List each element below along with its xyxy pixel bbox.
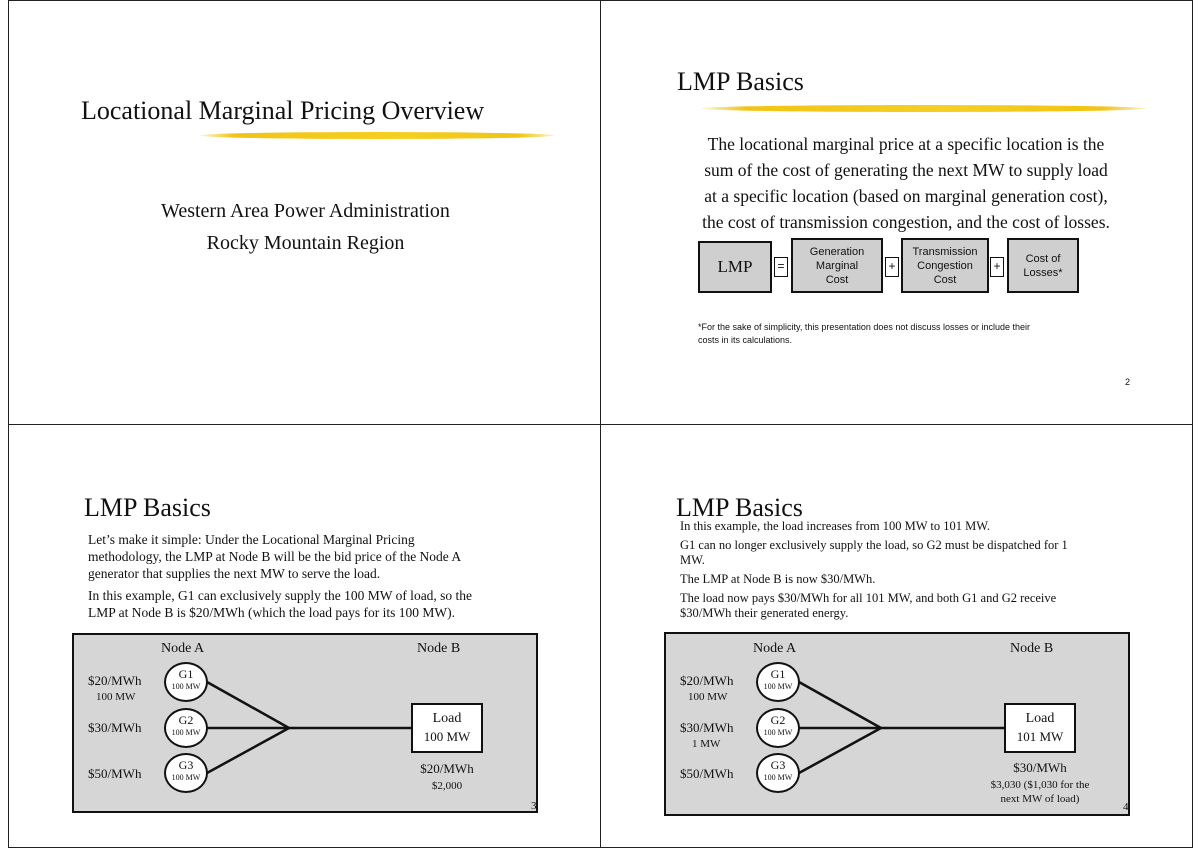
gen-cost-line: Generation xyxy=(809,245,865,258)
paragraph-line: $30/MWh their generated energy. xyxy=(680,606,849,620)
lmp-value: $30/MWh xyxy=(1013,760,1067,775)
subtitle-line-2: Rocky Mountain Region xyxy=(206,232,405,254)
generator-g2: G2 100 MW xyxy=(756,708,800,748)
lmp-value: $20/MWh xyxy=(420,761,474,776)
paragraph-line: Let’s make it simple: Under the Location… xyxy=(88,532,415,547)
paragraph-line: MW. xyxy=(680,553,705,567)
generator-capacity: 100 MW xyxy=(763,682,793,691)
trans-cost-line: Cost xyxy=(933,273,957,286)
title-underline xyxy=(199,132,554,139)
generator-g1: G1 100 MW xyxy=(756,662,800,702)
transmission-cost-box: Transmission Congestion Cost xyxy=(901,238,989,293)
equals-sign: = xyxy=(774,257,788,277)
transmission-lines xyxy=(798,680,1004,775)
footnote-line: *For the sake of simplicity, this presen… xyxy=(698,322,1030,332)
slide-1: Locational Marginal Pricing Overview Wes… xyxy=(8,0,601,425)
node-b-label: Node B xyxy=(1010,641,1054,656)
body-line: sum of the cost of generating the next M… xyxy=(704,160,1108,180)
g3-price: $50/MWh xyxy=(88,766,142,781)
load-label: Load xyxy=(432,711,462,726)
generator-name: G1 xyxy=(770,667,786,681)
generator-g2: G2 100 MW xyxy=(164,708,208,748)
g3-price: $50/MWh xyxy=(680,766,734,781)
plus-sign: + xyxy=(990,257,1004,277)
losses-line: Losses* xyxy=(1023,266,1063,279)
load-payment: next MW of load) xyxy=(1000,793,1080,805)
generator-capacity: 100 MW xyxy=(763,728,793,737)
slide-2: LMP Basics The locational marginal price… xyxy=(600,0,1193,425)
losses-line: Cost of xyxy=(1025,252,1061,265)
g1-dispatch: 100 MW xyxy=(688,691,728,703)
lmp-box: LMP xyxy=(698,241,772,293)
trans-cost-line: Transmission xyxy=(912,245,978,258)
slide-4-body: In this example, the load increases from… xyxy=(680,519,1150,621)
generation-cost-box: Generation Marginal Cost xyxy=(791,238,883,293)
slide-2-title: LMP Basics xyxy=(677,67,804,96)
paragraph-line: methodology, the LMP at Node B will be t… xyxy=(88,549,462,564)
page-number: 2 xyxy=(1125,377,1131,387)
losses-cost-box: Cost of Losses* xyxy=(1007,238,1079,293)
load-mw: 101 MW xyxy=(1016,729,1064,744)
node-b-label: Node B xyxy=(417,641,461,656)
plus-sign: + xyxy=(885,257,899,277)
g2-price: $30/MWh xyxy=(680,720,734,735)
g1-price: $20/MWh xyxy=(680,673,734,688)
paragraph-line: generator that supplies the next MW to s… xyxy=(88,566,381,581)
gen-cost-line: Marginal xyxy=(815,259,859,272)
paragraph-line: LMP at Node B is $20/MWh (which the load… xyxy=(88,605,455,620)
generator-name: G2 xyxy=(178,713,194,727)
body-line: the cost of transmission congestion, and… xyxy=(702,212,1110,232)
title-underline xyxy=(701,105,1146,112)
generator-g3: G3 100 MW xyxy=(164,753,208,793)
node-a-label: Node A xyxy=(753,641,797,656)
corner-number: 3 xyxy=(531,800,537,812)
gen-cost-line: Cost xyxy=(825,273,849,286)
slide-2-body: The locational marginal price at a speci… xyxy=(661,131,1151,235)
load-payment: $3,030 ($1,030 for the xyxy=(990,779,1090,791)
network-diagram: Node A Node B $20/MWh 100 MW $30/MWh 1 M… xyxy=(664,632,1130,816)
g2-dispatch: 1 MW xyxy=(692,738,721,750)
slide-3-title: LMP Basics xyxy=(84,493,211,522)
slide-1-title: Locational Marginal Pricing Overview xyxy=(81,96,485,125)
load-mw: 100 MW xyxy=(423,729,471,744)
generator-capacity: 100 MW xyxy=(171,773,201,782)
g2-price: $30/MWh xyxy=(88,720,142,735)
corner-number: 4 xyxy=(1123,801,1129,813)
subtitle-line-1: Western Area Power Administration xyxy=(161,200,450,222)
load-box: Load 100 MW xyxy=(411,703,483,753)
generator-capacity: 100 MW xyxy=(171,728,201,737)
footnote-line: costs in its calculations. xyxy=(698,335,793,345)
footnote: *For the sake of simplicity, this presen… xyxy=(698,321,1098,347)
paragraph-1: Let’s make it simple: Under the Location… xyxy=(88,531,558,582)
paragraph-line: G1 can no longer exclusively supply the … xyxy=(680,538,1068,552)
generator-name: G1 xyxy=(178,667,194,681)
body-line: at a specific location (based on margina… xyxy=(704,186,1108,206)
network-diagram: Node A Node B $20/MWh 100 MW $30/MWh $50… xyxy=(72,633,538,813)
slide-4-title: LMP Basics xyxy=(676,493,803,522)
paragraph-line: In this example, G1 can exclusively supp… xyxy=(88,588,473,603)
slide-4: LMP Basics In this example, the load inc… xyxy=(600,424,1193,848)
slide-3: LMP Basics Let’s make it simple: Under t… xyxy=(8,424,601,848)
generator-capacity: 100 MW xyxy=(171,682,201,691)
generator-g1: G1 100 MW xyxy=(164,662,208,702)
generator-g3: G3 100 MW xyxy=(756,753,800,793)
generator-name: G3 xyxy=(178,758,194,772)
transmission-lines xyxy=(206,680,411,775)
generator-capacity: 100 MW xyxy=(763,773,793,782)
paragraph-line: The LMP at Node B is now $30/MWh. xyxy=(680,572,876,586)
g1-dispatch: 100 MW xyxy=(96,691,136,703)
g1-price: $20/MWh xyxy=(88,673,142,688)
trans-cost-line: Congestion xyxy=(917,259,973,272)
paragraph-line: In this example, the load increases from… xyxy=(680,519,991,533)
load-payment: $2,000 xyxy=(431,780,463,792)
load-box: Load 101 MW xyxy=(1004,703,1076,753)
load-label: Load xyxy=(1025,711,1055,726)
body-line: The locational marginal price at a speci… xyxy=(707,134,1105,154)
paragraph-line: The load now pays $30/MWh for all 101 MW… xyxy=(680,591,1057,605)
node-a-label: Node A xyxy=(161,641,205,656)
generator-name: G3 xyxy=(770,758,786,772)
paragraph-2: In this example, G1 can exclusively supp… xyxy=(88,587,558,621)
generator-name: G2 xyxy=(770,713,786,727)
